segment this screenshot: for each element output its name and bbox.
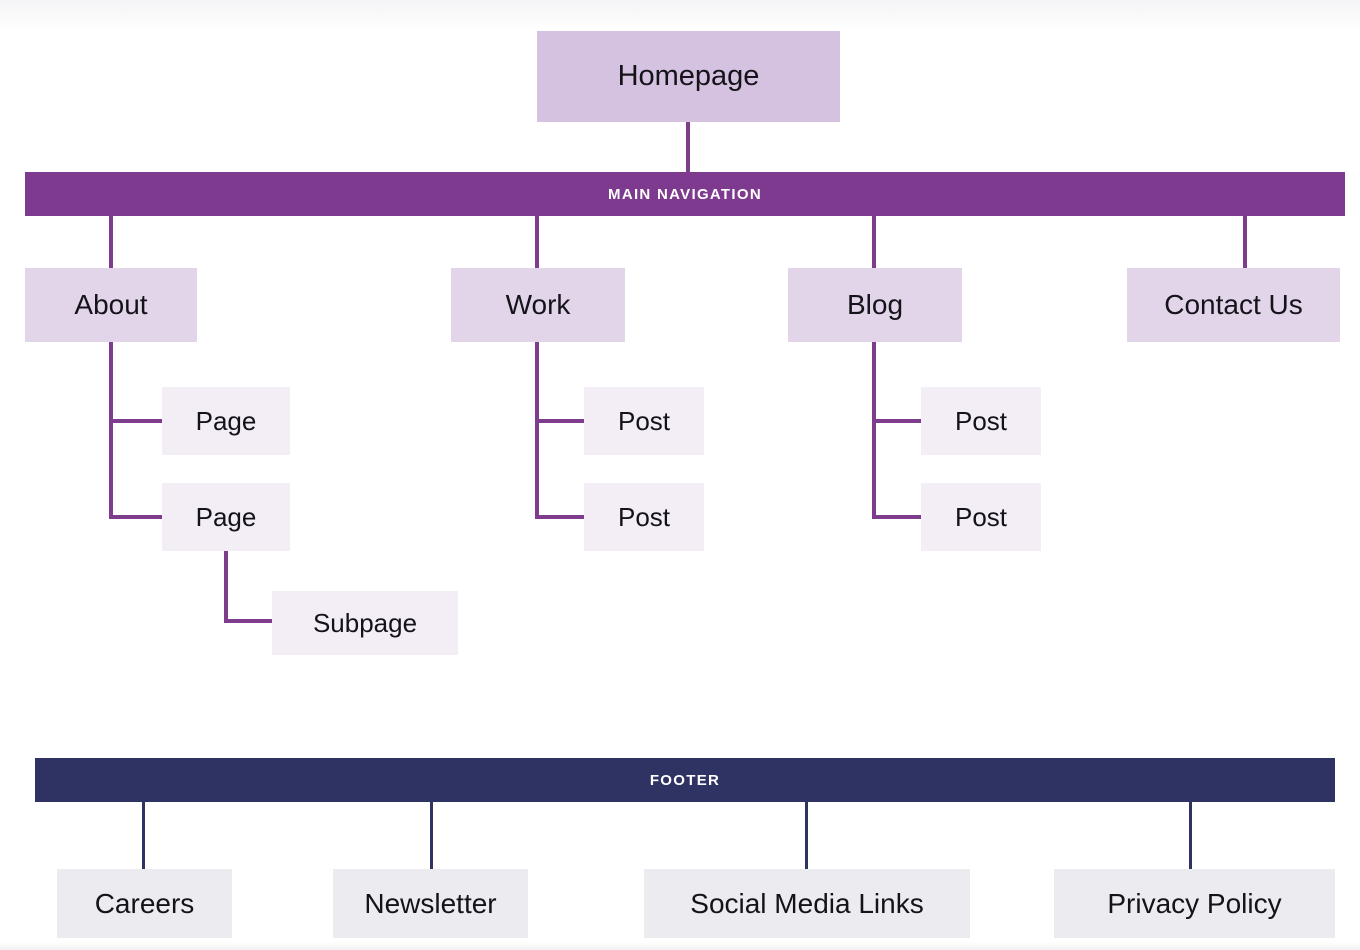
node-footer-privacy-policy[interactable]: Privacy Policy	[1054, 869, 1335, 938]
node-blog-label: Blog	[846, 289, 904, 320]
connector-footer-to-social-media-links	[805, 802, 808, 869]
connector-footer-to-careers	[142, 802, 145, 869]
node-about-label: About	[74, 289, 148, 320]
connector-work-to-post-1	[535, 419, 587, 423]
top-background-wash	[0, 0, 1360, 30]
bottom-background-wash	[0, 942, 1360, 950]
connector-page-2-to-subpage	[224, 619, 278, 623]
node-blog-post-2[interactable]: Post	[921, 483, 1041, 551]
connector-about-to-page-2	[109, 515, 163, 519]
connector-page-2-spine	[224, 551, 228, 623]
node-footer-careers[interactable]: Careers	[57, 869, 232, 938]
node-work-post-2[interactable]: Post	[584, 483, 704, 551]
band-footer[interactable]: FOOTER	[35, 758, 1335, 802]
connector-homepage-to-nav	[686, 122, 690, 172]
node-footer-privacy-policy-label: Privacy Policy	[1107, 887, 1282, 919]
node-work-label: Work	[505, 289, 571, 320]
connector-work-spine	[535, 342, 539, 519]
node-work-post-1-label: Post	[617, 405, 671, 436]
node-about-page-1-label: Page	[195, 405, 257, 436]
connector-footer-to-privacy-policy	[1189, 802, 1192, 869]
connector-nav-to-blog	[872, 216, 876, 268]
node-footer-social-media-links-label: Social Media Links	[690, 887, 924, 919]
connector-blog-spine	[872, 342, 876, 519]
node-subpage-label: Subpage	[312, 607, 418, 638]
node-footer-newsletter-label: Newsletter	[364, 887, 497, 919]
connector-about-to-page-1	[109, 419, 163, 423]
node-contact-us-label: Contact Us	[1164, 289, 1303, 320]
node-about[interactable]: About	[25, 268, 197, 342]
connector-blog-to-post-1	[872, 419, 924, 423]
connector-footer-to-newsletter	[430, 802, 433, 869]
node-work-post-2-label: Post	[617, 501, 671, 532]
node-about-page-2[interactable]: Page	[162, 483, 290, 551]
band-footer-label: FOOTER	[649, 771, 721, 789]
band-main-navigation[interactable]: MAIN NAVIGATION	[25, 172, 1345, 216]
node-blog[interactable]: Blog	[788, 268, 962, 342]
connector-about-spine	[109, 342, 113, 519]
node-about-page-1[interactable]: Page	[162, 387, 290, 455]
connector-nav-to-contact	[1243, 216, 1247, 268]
node-homepage-label: Homepage	[617, 60, 760, 92]
connector-blog-to-post-2	[872, 515, 924, 519]
node-blog-post-1-label: Post	[954, 405, 1008, 436]
connector-nav-to-about	[109, 216, 113, 268]
node-blog-post-1[interactable]: Post	[921, 387, 1041, 455]
node-footer-careers-label: Careers	[94, 887, 195, 919]
connector-work-to-post-2	[535, 515, 587, 519]
node-about-page-2-label: Page	[195, 501, 257, 532]
node-contact-us[interactable]: Contact Us	[1127, 268, 1340, 342]
node-homepage[interactable]: Homepage	[537, 31, 840, 122]
node-work[interactable]: Work	[451, 268, 625, 342]
node-subpage[interactable]: Subpage	[272, 591, 458, 655]
connector-nav-to-work	[535, 216, 539, 268]
node-work-post-1[interactable]: Post	[584, 387, 704, 455]
band-main-navigation-label: MAIN NAVIGATION	[608, 185, 762, 203]
node-footer-newsletter[interactable]: Newsletter	[333, 869, 528, 938]
node-blog-post-2-label: Post	[954, 501, 1008, 532]
node-footer-social-media-links[interactable]: Social Media Links	[644, 869, 970, 938]
